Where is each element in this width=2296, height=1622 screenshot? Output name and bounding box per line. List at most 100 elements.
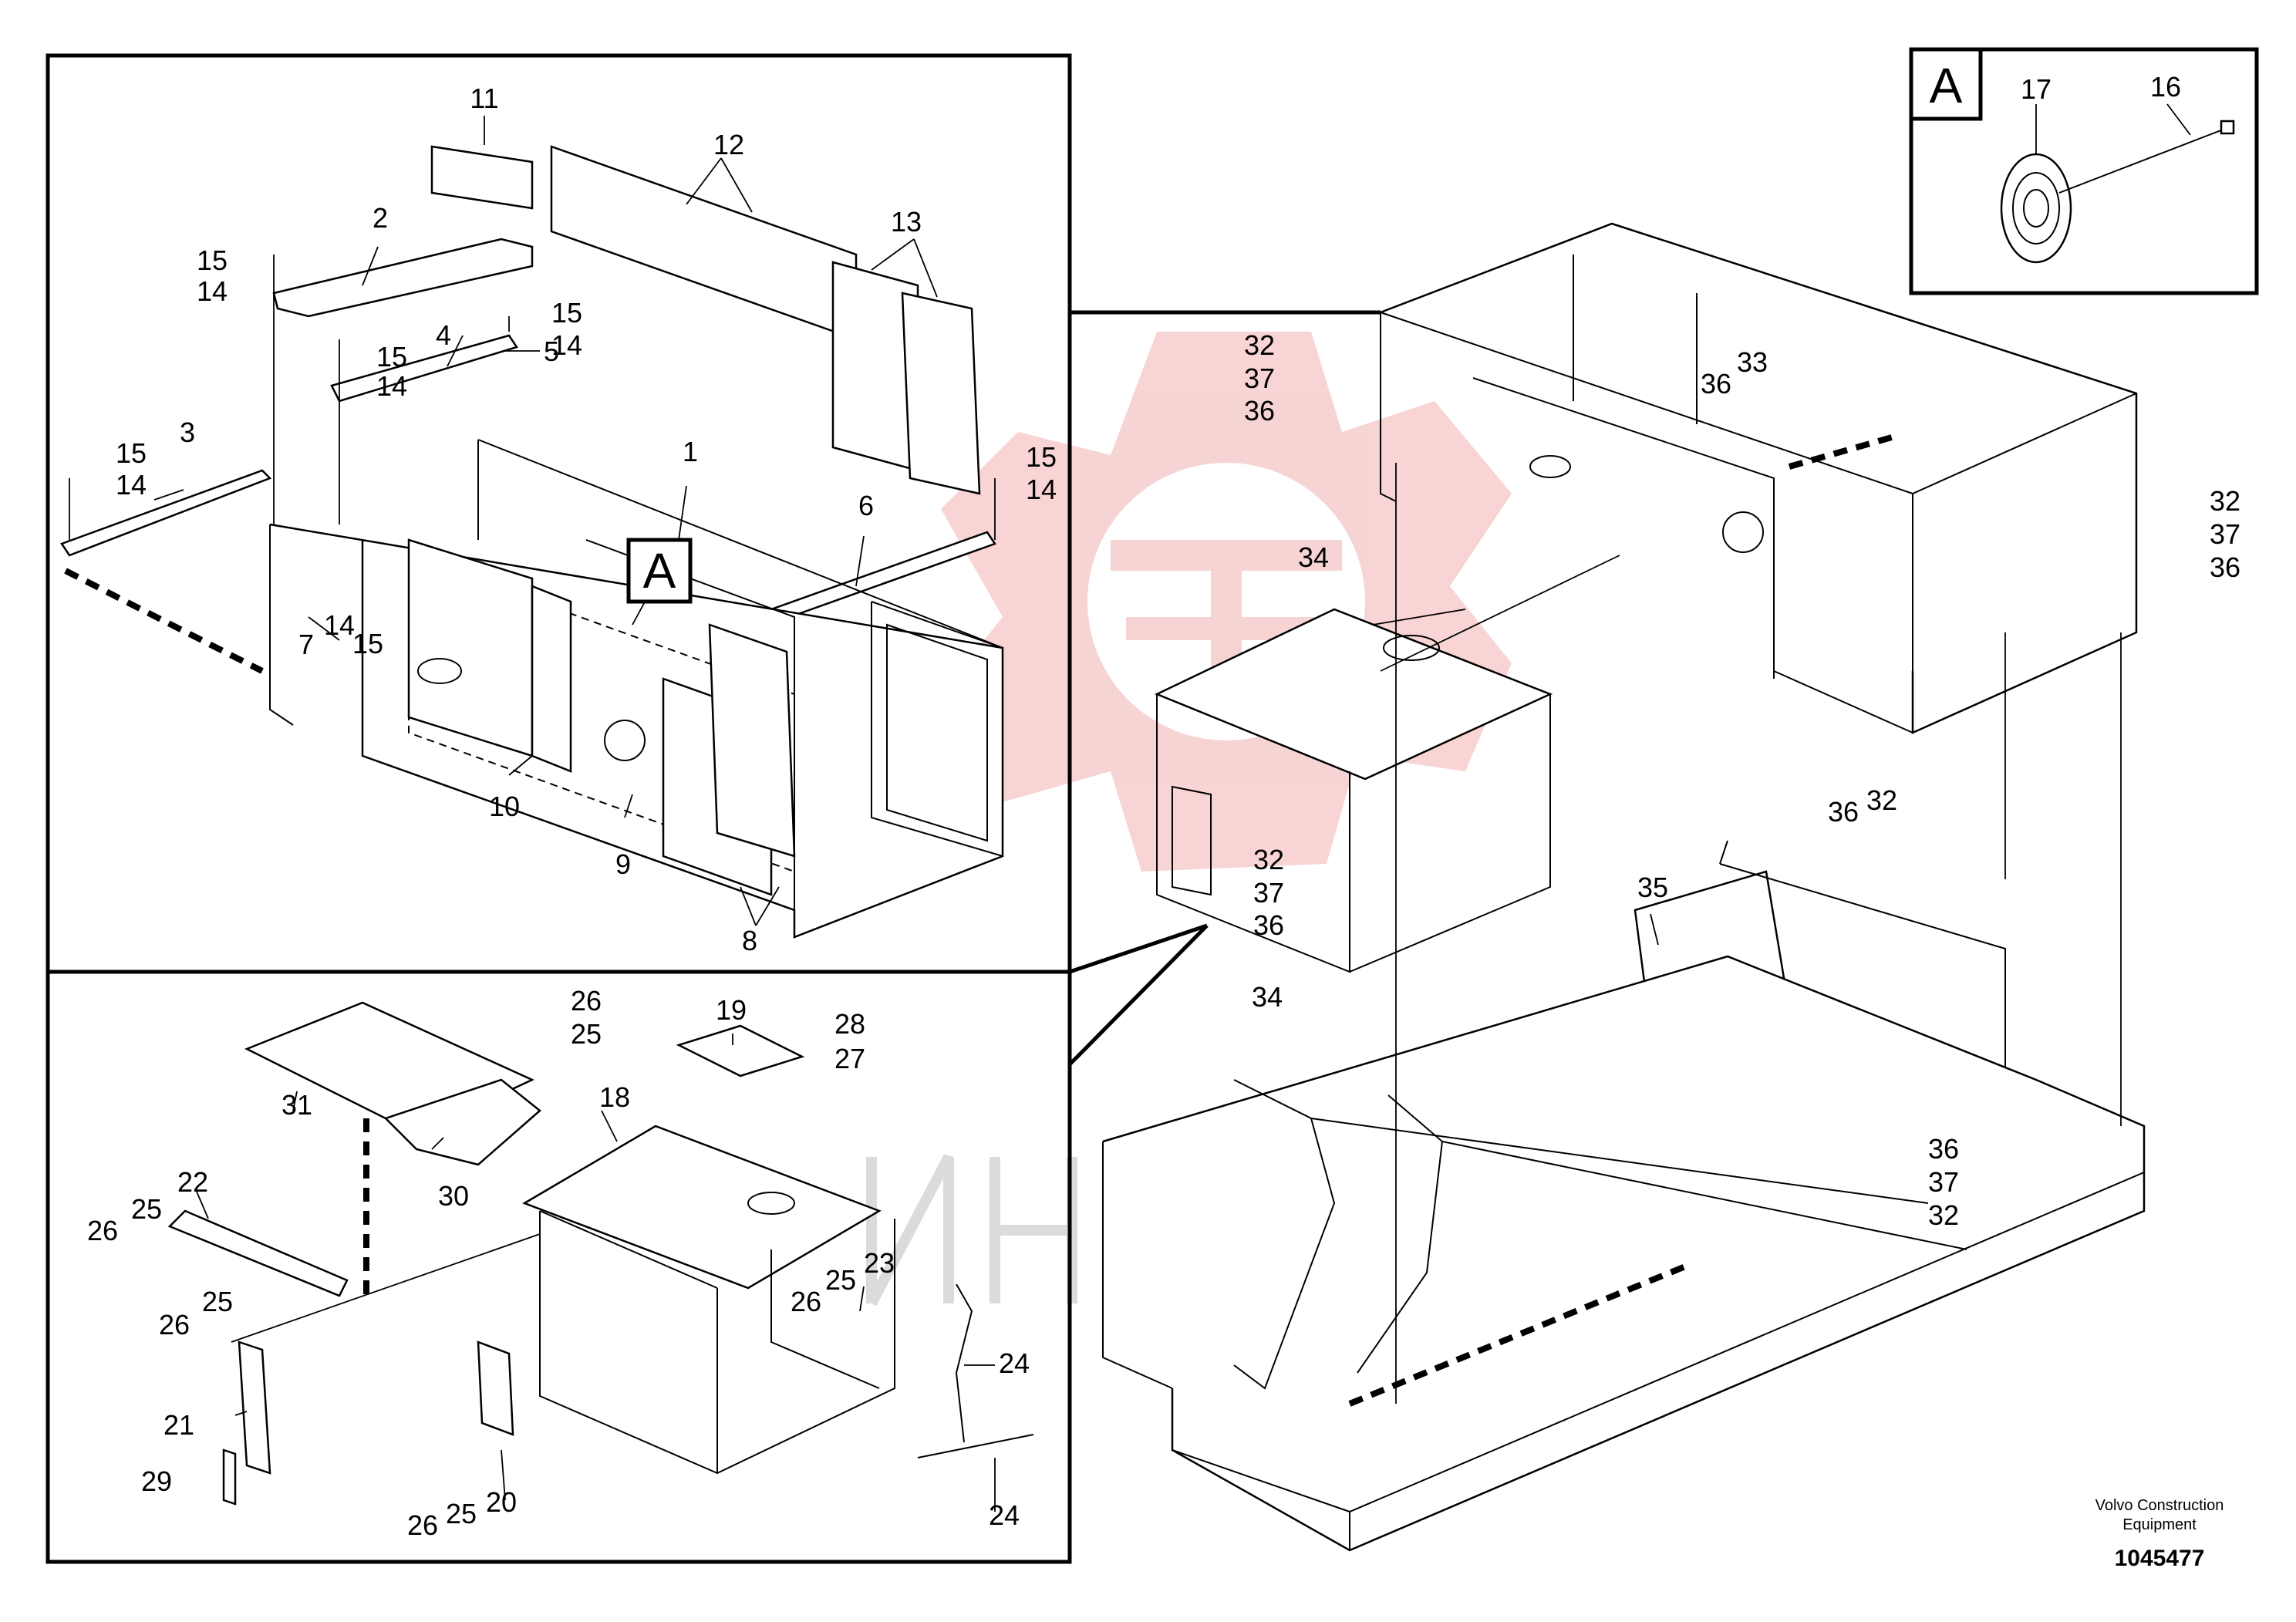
callout-24-a: 24 <box>999 1347 1030 1379</box>
callout-4: 4 <box>436 319 451 351</box>
document-number: 1045477 <box>2115 1546 2205 1571</box>
part-2-shape <box>272 238 534 318</box>
callout-15-e: 15 <box>1026 441 1057 473</box>
callout-15-d: 15 <box>116 437 147 469</box>
part-18-top <box>522 1125 882 1290</box>
callout-26-d: 26 <box>159 1309 190 1340</box>
callout-23: 23 <box>864 1247 895 1279</box>
lower-detail-frame <box>46 969 1072 1564</box>
callout-32-a: 32 <box>1244 329 1275 361</box>
callout-25-e: 25 <box>446 1498 477 1529</box>
callout-34-b: 34 <box>1252 981 1283 1013</box>
part-21-shape <box>238 1340 271 1475</box>
callout-26-c: 26 <box>791 1286 821 1317</box>
part-19-shape <box>676 1024 805 1077</box>
callout-26-b: 26 <box>87 1215 118 1246</box>
callout-21: 21 <box>164 1409 194 1441</box>
callout-10: 10 <box>489 791 520 822</box>
part-6-shape <box>770 531 996 622</box>
lower-detail-drawing <box>167 1001 1034 1506</box>
callout-36-a: 36 <box>1244 395 1275 427</box>
brand-line-2: Equipment <box>2122 1516 2197 1533</box>
callout-32-e: 32 <box>1928 1199 1959 1231</box>
callout-14-b: 14 <box>551 329 582 361</box>
callout-32-b: 32 <box>2210 485 2240 517</box>
part-8-shape-b <box>708 623 796 858</box>
callout-17: 17 <box>2021 73 2052 105</box>
part-20-shape <box>477 1340 514 1436</box>
callout-36-f: 36 <box>1928 1133 1959 1165</box>
leader-lines <box>153 103 2191 1512</box>
part-16-bolt <box>2058 126 2230 194</box>
callout-3: 3 <box>180 416 195 448</box>
carbody-frame <box>1102 955 2146 1552</box>
callout-36-b: 36 <box>1701 368 1731 400</box>
callout-25-d: 25 <box>202 1286 233 1317</box>
callout-15-c: 15 <box>376 341 407 373</box>
callout-27: 27 <box>834 1043 865 1074</box>
callout-9: 9 <box>615 848 631 880</box>
part-30-shape <box>383 1078 541 1166</box>
part-17-grommet <box>2000 153 2072 264</box>
callout-34-a: 34 <box>1298 541 1329 573</box>
callout-25-b: 25 <box>131 1193 162 1225</box>
part-10-shape-a <box>407 538 534 757</box>
callout-37-d: 37 <box>1928 1166 1959 1198</box>
callout-31: 31 <box>282 1089 312 1121</box>
callout-36-d: 36 <box>1253 909 1284 941</box>
callout-labels: 11 12 13 2 15 14 15 14 4 15 14 5 3 15 14… <box>87 58 2240 1541</box>
callout-14-a: 14 <box>197 275 228 307</box>
callout-19: 19 <box>716 994 747 1026</box>
callout-25-c: 25 <box>825 1264 856 1296</box>
part-22-shape <box>167 1209 349 1297</box>
callout-29: 29 <box>141 1465 172 1497</box>
part-13-shape-b <box>901 292 981 495</box>
callout-12: 12 <box>713 129 744 160</box>
inset-a-drawing <box>2000 120 2235 264</box>
part-12-shape <box>550 145 858 341</box>
callout-26-e: 26 <box>407 1509 438 1541</box>
part-3-shape <box>60 469 272 557</box>
callout-30: 30 <box>438 1180 469 1212</box>
callout-7: 7 <box>298 629 314 660</box>
inset-a-frame <box>1909 47 2259 295</box>
callout-20: 20 <box>486 1486 517 1518</box>
callout-5: 5 <box>544 336 559 367</box>
brand-line-1: Volvo Construction <box>2095 1497 2224 1514</box>
callout-25-a: 25 <box>571 1018 602 1050</box>
part-11-shape <box>430 145 534 210</box>
callout-32-c: 32 <box>1253 844 1284 875</box>
zoom-connector-lines <box>1069 310 1381 974</box>
callout-37-b: 37 <box>2210 518 2240 550</box>
callout-16: 16 <box>2150 71 2181 103</box>
callout-18: 18 <box>599 1081 630 1113</box>
part-10-shape-b <box>531 585 572 773</box>
detail-a-marker <box>626 538 693 604</box>
title-block: Volvo Construction Equipment 1045477 <box>2095 1497 2224 1571</box>
callout-22: 22 <box>177 1166 208 1198</box>
callout-36-c: 36 <box>2210 551 2240 583</box>
detail-a-label: A <box>643 543 676 599</box>
callout-14-c: 14 <box>376 370 407 402</box>
part-4-shape <box>330 334 518 403</box>
callout-1: 1 <box>683 436 698 467</box>
inset-a-label-box <box>1909 47 1983 121</box>
callout-15-b: 15 <box>551 297 582 329</box>
callout-14-f: 14 <box>324 609 355 641</box>
watermark-logo <box>941 332 1512 872</box>
part-24-shape <box>917 1283 1034 1458</box>
upper-detail-drawing <box>60 145 1004 939</box>
callout-2: 2 <box>373 202 388 234</box>
callout-37-a: 37 <box>1244 363 1275 394</box>
right-assembly-drawing <box>1102 222 2146 1552</box>
callout-28: 28 <box>834 1008 865 1040</box>
callout-36-e: 36 <box>1828 796 1859 828</box>
callout-8: 8 <box>742 925 757 956</box>
callout-33: 33 <box>1737 346 1768 378</box>
callout-14-d: 14 <box>116 469 147 501</box>
callout-32-d: 32 <box>1866 784 1897 816</box>
callout-14-e: 14 <box>1026 474 1057 505</box>
callout-15-f: 15 <box>352 628 383 659</box>
part-29-shape <box>222 1448 237 1506</box>
callout-13: 13 <box>891 206 922 238</box>
